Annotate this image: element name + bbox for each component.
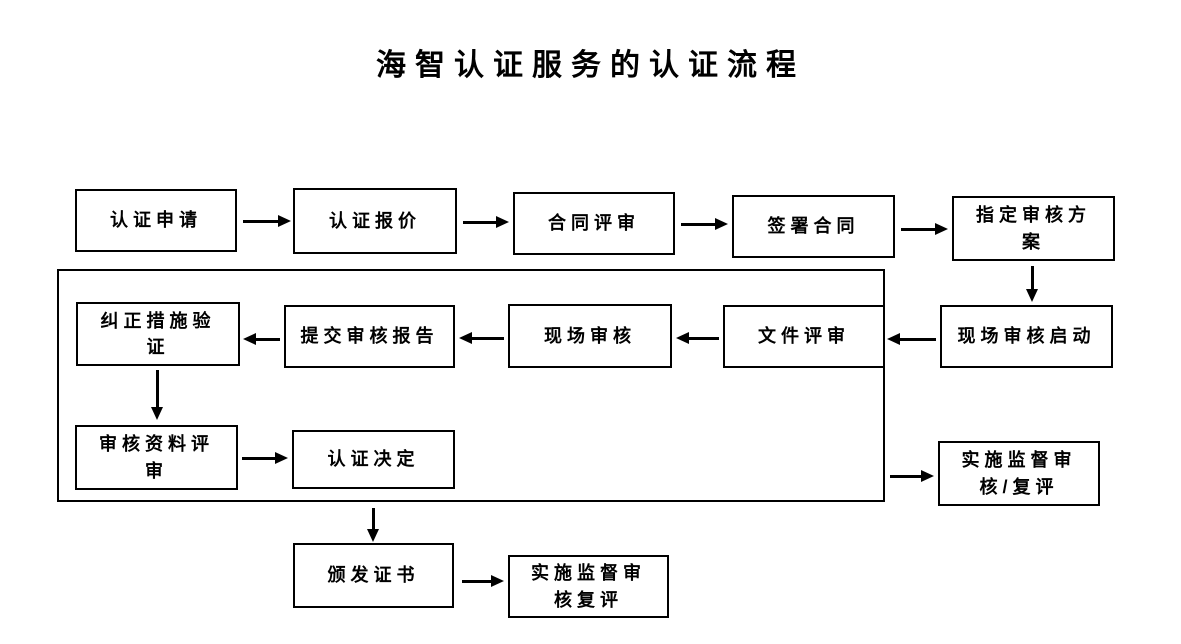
arrow-right-issue-cert-to-supervision: [462, 575, 504, 587]
arrow-left-onsite-start-to-doc-review: [887, 333, 936, 345]
flow-node-certification-quotation: 认证报价: [293, 188, 457, 254]
flow-node-sign-contract: 签署合同: [732, 195, 895, 258]
arrow-right-quote-to-contract-review: [463, 216, 509, 228]
flow-node-document-review: 文件评审: [723, 305, 885, 368]
flow-node-submit-audit-report: 提交审核报告: [284, 305, 455, 368]
flow-node-onsite-audit-start: 现场审核启动: [940, 305, 1113, 368]
arrow-right-sign-to-audit-plan: [901, 223, 948, 235]
arrow-right-apply-to-quote: [243, 215, 291, 227]
arrow-right-contract-review-to-sign: [681, 218, 728, 230]
flow-node-designate-audit-plan: 指定审核方 案: [952, 196, 1115, 261]
arrow-down-audit-plan-to-onsite-start: [1026, 266, 1038, 302]
arrow-left-submit-report-to-corrective: [243, 333, 280, 345]
arrow-right-material-review-to-decision: [242, 452, 288, 464]
flow-node-audit-material-review: 审核资料评 审: [75, 425, 238, 490]
flow-node-onsite-audit: 现场审核: [508, 304, 672, 368]
flow-node-contract-review: 合同评审: [513, 192, 675, 255]
flow-node-supervision-audit-reassessment: 实施监督审 核复评: [508, 555, 669, 618]
arrow-down-corrective-to-material-review: [151, 370, 163, 420]
flow-node-supervision-audit-or-reassessment: 实施监督审 核/复评: [938, 441, 1100, 506]
flow-node-issue-certificate: 颁发证书: [293, 543, 454, 608]
arrow-left-onsite-audit-to-submit-report: [459, 332, 504, 344]
flow-node-corrective-action-verification: 纠正措施验 证: [76, 302, 240, 366]
flow-node-certification-application: 认证申请: [75, 189, 237, 252]
process-group-frame: [57, 269, 885, 502]
page-title: 海智认证服务的认证流程: [376, 49, 805, 82]
arrow-down-decision-to-issue-cert: [367, 508, 379, 542]
flow-node-certification-decision: 认证决定: [292, 430, 455, 489]
arrow-right-frame-to-supervision-right: [890, 470, 934, 482]
arrow-left-doc-review-to-onsite-audit: [676, 332, 719, 344]
